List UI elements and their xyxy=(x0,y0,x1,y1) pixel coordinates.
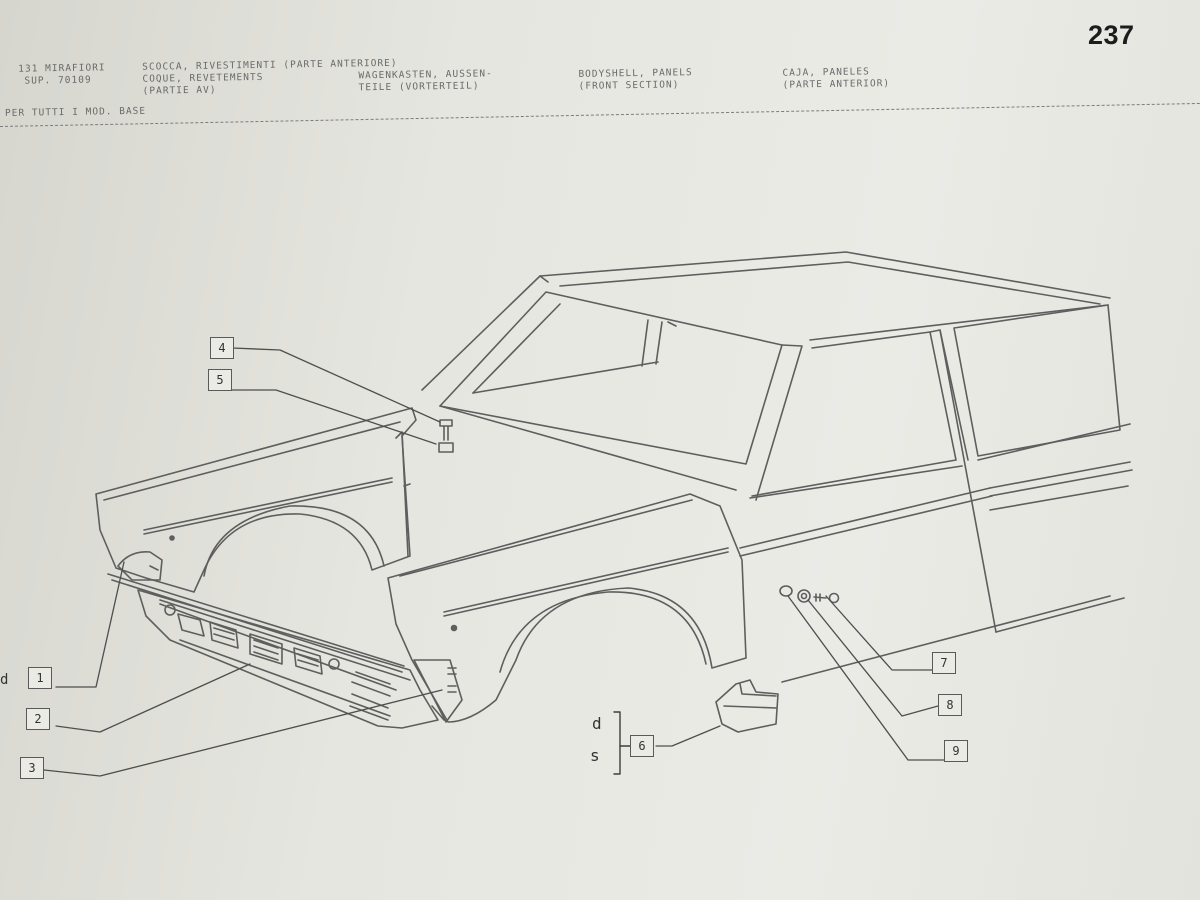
callout-8: 8 xyxy=(938,694,962,716)
mudflap-bracket xyxy=(715,679,779,733)
leader-lines xyxy=(43,347,945,777)
callout-6: 6 xyxy=(630,735,654,757)
left-fender xyxy=(95,407,417,593)
right-fender xyxy=(387,493,747,723)
small-fasteners xyxy=(779,585,840,604)
side-label-left: s xyxy=(590,746,600,765)
headlight-housing xyxy=(117,550,163,581)
callout-3: 3 xyxy=(20,757,44,779)
front-grille-panel xyxy=(107,573,439,729)
page-number: 237 xyxy=(1088,20,1135,50)
side-bracket xyxy=(613,711,631,775)
bolt-fastener xyxy=(438,419,454,453)
callout-2: 2 xyxy=(26,708,50,730)
grille-slots xyxy=(164,604,391,721)
roof-outline xyxy=(421,251,1111,391)
sill-line xyxy=(781,595,1111,683)
windshield xyxy=(439,291,783,491)
callout-7: 7 xyxy=(932,652,956,674)
fender-bracket xyxy=(413,659,463,723)
callout-4: 4 xyxy=(210,337,234,359)
edge-mark: d xyxy=(0,672,9,688)
callout-9: 9 xyxy=(944,740,968,762)
door-lines xyxy=(739,329,1133,633)
callout-1: 1 xyxy=(28,667,52,689)
side-label-right: d xyxy=(592,714,602,733)
callout-5: 5 xyxy=(208,369,232,391)
